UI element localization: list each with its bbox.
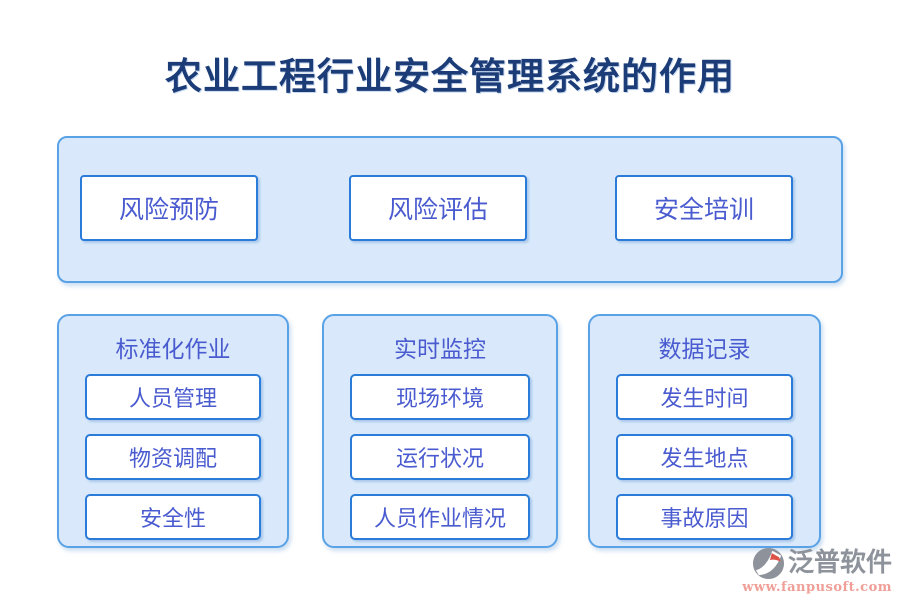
button-risk-assessment[interactable]: 风险评估: [349, 175, 527, 241]
panel-data-records: 数据记录 发生时间 发生地点 事故原因: [588, 314, 821, 548]
button-personnel-management[interactable]: 人员管理: [85, 374, 261, 420]
button-operating-status[interactable]: 运行状况: [350, 434, 530, 480]
button-risk-prevention[interactable]: 风险预防: [80, 175, 258, 241]
button-accident-cause[interactable]: 事故原因: [616, 494, 793, 540]
button-occurrence-location[interactable]: 发生地点: [616, 434, 793, 480]
panel-header-standardized-operations: 标准化作业: [115, 337, 231, 363]
fanpu-logo-icon: [752, 547, 785, 579]
panel-realtime-monitoring: 实时监控 现场环境 运行状况 人员作业情况: [322, 314, 558, 548]
button-occurrence-time[interactable]: 发生时间: [616, 374, 793, 420]
brand-url-link[interactable]: www.fanpusoft.com: [742, 580, 892, 595]
page-title: 农业工程行业安全管理系统的作用: [165, 54, 735, 98]
top-panel: 风险预防 风险评估 安全培训: [57, 136, 843, 283]
panel-header-realtime-monitoring: 实时监控: [394, 337, 486, 363]
brand-name: 泛普软件: [787, 548, 892, 578]
brand-row: 泛普软件: [732, 547, 892, 579]
button-material-allocation[interactable]: 物资调配: [85, 434, 261, 480]
panel-header-data-records: 数据记录: [658, 337, 751, 363]
brand-footer: 泛普软件 www.fanpusoft.com: [732, 547, 892, 595]
button-personnel-work-status[interactable]: 人员作业情况: [350, 494, 530, 540]
button-site-environment[interactable]: 现场环境: [350, 374, 530, 420]
button-safety-training[interactable]: 安全培训: [615, 175, 793, 241]
button-safety[interactable]: 安全性: [85, 494, 261, 540]
panel-standardized-operations: 标准化作业 人员管理 物资调配 安全性: [57, 314, 289, 548]
